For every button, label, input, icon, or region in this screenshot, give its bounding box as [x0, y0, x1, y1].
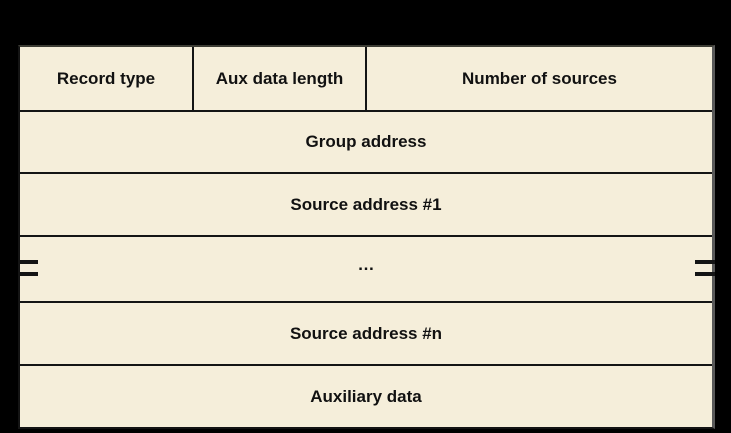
header-row: Record type Aux data length Number of so…: [20, 47, 712, 110]
record-format-table: Record type Aux data length Number of so…: [18, 45, 715, 429]
source-address-n-label: Source address #n: [289, 323, 443, 343]
cell-aux-data-length: Aux data length: [194, 47, 367, 110]
cell-group-address: Group address: [20, 110, 712, 172]
cell-record-type: Record type: [20, 47, 194, 110]
aux-data-length-label: Aux data length: [215, 68, 344, 88]
cell-number-of-sources: Number of sources: [367, 47, 712, 110]
break-mark-left-icon: [18, 253, 38, 285]
cell-source-address-1: Source address #1: [20, 172, 712, 235]
break-mark-right-icon: [695, 253, 715, 285]
record-type-label: Record type: [56, 68, 156, 88]
group-address-label: Group address: [305, 132, 427, 151]
number-of-sources-label: Number of sources: [462, 68, 617, 88]
source-address-1-label: Source address #1: [290, 194, 442, 214]
auxiliary-data-label: Auxiliary data: [310, 386, 422, 406]
continuation-ellipsis: …: [357, 255, 375, 274]
cell-source-address-n: Source address #n: [20, 301, 712, 364]
cell-auxiliary-data: Auxiliary data: [20, 364, 712, 427]
cell-continuation: …: [18, 235, 715, 301]
